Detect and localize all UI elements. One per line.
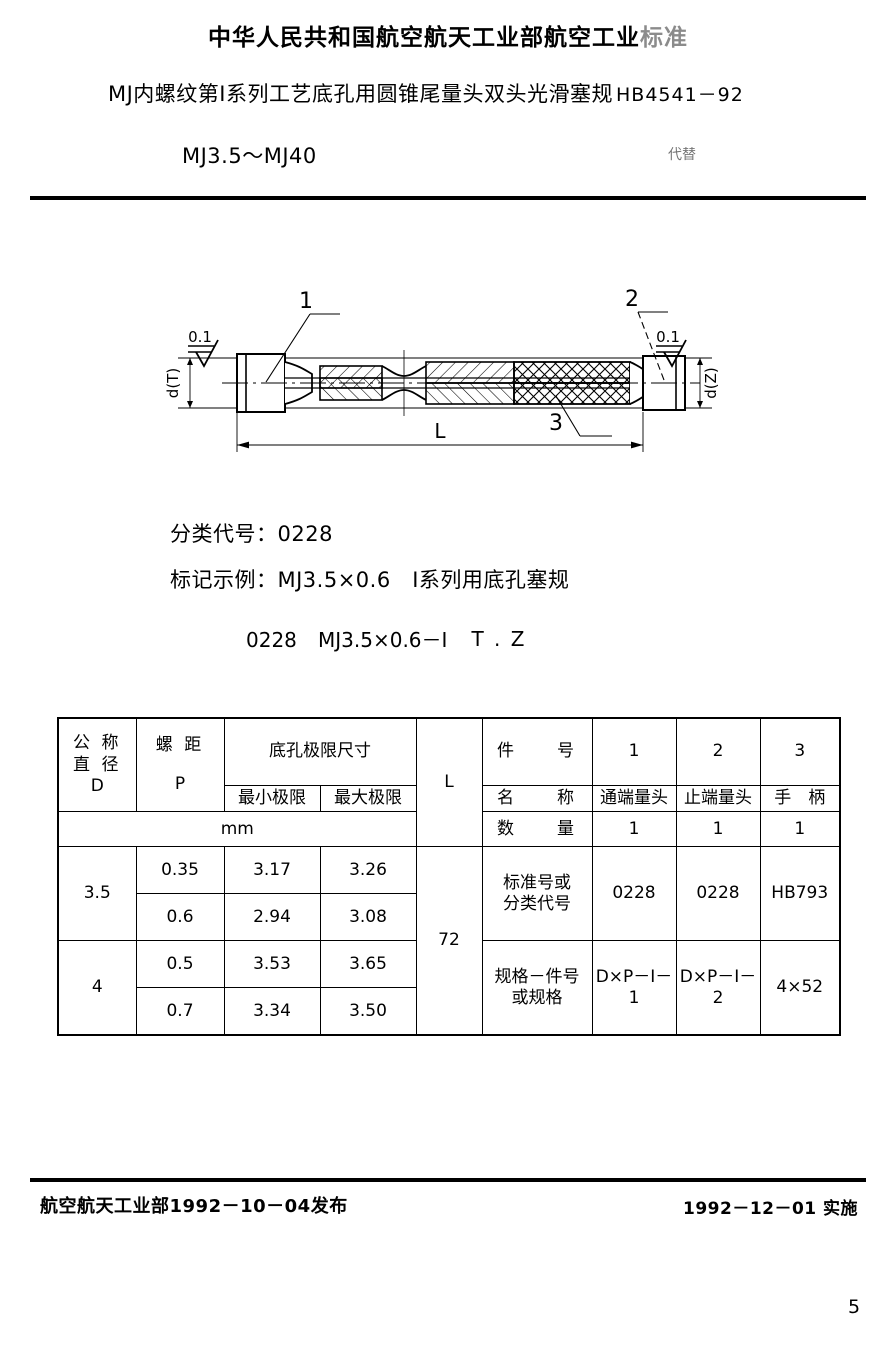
cell-min-3: 3.53 — [223, 940, 321, 989]
part-quantity-1: 1 — [591, 811, 677, 848]
header-pitch-l2: P — [174, 774, 186, 795]
footer-effective-text: 1992－12－01 实施 — [683, 1199, 859, 1219]
ministry-heading-text: 中华人民共和国航空航天工业部航空工业 — [208, 25, 640, 51]
header-spec-partno-l1: 规格－件号 — [494, 966, 580, 987]
plug-gauge-assembly-drawing: 1 2 3 0.1 0.1 d(T) d(Z) L — [164, 287, 720, 452]
header-quantity: 数 量 — [481, 811, 593, 848]
table-row: 0.6 2.94 3.08 — [58, 893, 840, 942]
header-nominal-diameter: 公 称 直 径 D — [57, 717, 137, 813]
table-row: 4 0.5 3.53 3.65 规格－件号 或规格 D×P－Ⅰ－1 D×P－Ⅰ－… — [57, 940, 841, 1036]
part-spec-code-3: 4×52 — [759, 940, 841, 1036]
cell-min-2: 2.94 — [223, 893, 321, 942]
roughness-label-right: 0.1 — [656, 328, 680, 346]
cell-max-3: 3.65 — [319, 940, 417, 989]
roughness-label-left: 0.1 — [188, 328, 212, 346]
footer-issued-text: 航空航天工业部1992－10－04发布 — [40, 1196, 348, 1217]
part-std-code-3: HB793 — [759, 846, 841, 942]
header-spec-partno-l2: 或规格 — [511, 987, 563, 1008]
ministry-heading: 中华人民共和国航空航天工业部航空工业标准 — [0, 18, 896, 52]
title-row: MJ内螺纹第Ⅰ系列工艺底孔用圆锥尾量头双头光滑塞规 HB4541－92 — [0, 78, 896, 112]
fraction-denominator: MJ3.5×0.6－Ⅰ — [318, 628, 448, 652]
marking-example-note: 标记示例：MJ3.5×0.6 Ⅰ系列用底孔塞规 — [170, 568, 570, 592]
notes-section: 分类代号：0228 标记示例：MJ3.5×0.6 Ⅰ系列用底孔塞规 0228 M… — [0, 518, 896, 698]
fraction: 0228 MJ3.5×0.6－Ⅰ — [236, 624, 453, 653]
technical-drawing: 1 2 3 0.1 0.1 d(T) d(Z) L — [0, 270, 896, 500]
header-std-or-class-l1: 标准号或 — [503, 872, 571, 893]
header-nominal-diameter-l1: 公 称 — [73, 733, 122, 754]
callout-label-2: 2 — [625, 287, 639, 312]
page-number: 5 — [848, 1296, 861, 1318]
header-std-or-class-l2: 分类代号 — [503, 893, 571, 914]
cell-diameter-2: 4 — [57, 940, 137, 1036]
header-pilot-hole-limits: 底孔极限尺寸 — [223, 717, 417, 786]
ministry-heading-suffix: 标准 — [640, 25, 688, 51]
diameter-label-left: d(T) — [164, 368, 182, 398]
header-divider-rule — [30, 196, 866, 200]
cell-pitch-1: 0.35 — [135, 846, 225, 895]
part-spec-code-1: D×P－Ⅰ－1 — [591, 940, 677, 1036]
header-part-no: 件 号 — [481, 717, 593, 786]
table-row: 3.5 0.35 3.17 3.26 72 标准号或 分类代号 0228 022… — [57, 846, 841, 1036]
part-std-code-2: 0228 — [675, 846, 761, 942]
size-range: MJ3.5～MJ40 — [182, 144, 317, 168]
specification-table: 公 称 直 径 D 螺 距 P 底孔极限尺寸 L 件 号 1 2 3 最小极限 — [57, 717, 841, 1037]
document-header: 中华人民共和国航空航天工业部航空工业标准 MJ内螺纹第Ⅰ系列工艺底孔用圆锥尾量头… — [0, 0, 896, 200]
part-name-3: 手 柄 — [759, 784, 841, 813]
standard-number: HB4541－92 — [616, 84, 744, 106]
header-std-or-class: 标准号或 分类代号 — [481, 846, 593, 942]
part-name-1: 通端量头 — [591, 784, 677, 813]
unit-label: mm — [57, 811, 417, 848]
fraction-numerator: 0228 — [246, 628, 297, 652]
table-header-row-1: 公 称 直 径 D 螺 距 P 底孔极限尺寸 L 件 号 1 2 3 — [57, 717, 841, 848]
cell-pitch-3: 0.5 — [135, 940, 225, 989]
cell-max-1: 3.26 — [319, 846, 417, 895]
classification-code-note: 分类代号：0228 — [170, 522, 333, 546]
table-row: 0.7 3.34 3.50 — [58, 987, 840, 1036]
cell-length-value: 72 — [415, 846, 483, 1036]
part-name-2: 止端量头 — [675, 784, 761, 813]
header-nominal-diameter-l2: 直 径 — [73, 754, 122, 775]
header-pitch-l1: 螺 距 — [155, 734, 205, 755]
footer-divider-rule — [30, 1178, 866, 1182]
table-header-row-2: 最小极限 最大极限 名 称 通端量头 止端量头 手 柄 — [58, 784, 841, 813]
cell-max-2: 3.08 — [319, 893, 417, 942]
cell-pitch-4: 0.7 — [135, 987, 225, 1036]
part-quantity-2: 1 — [675, 811, 761, 848]
designation-fraction: 0228 MJ3.5×0.6－Ⅰ T . Z — [236, 624, 526, 686]
header-part-name: 名 称 — [481, 784, 593, 813]
header-nominal-diameter-l3: D — [90, 775, 104, 796]
length-dimension-label: L — [434, 419, 446, 443]
cell-min-4: 3.34 — [223, 987, 321, 1036]
callout-label-3: 3 — [549, 411, 563, 436]
header-length: L — [415, 717, 483, 848]
callout-label-1: 1 — [299, 289, 313, 314]
header-pitch: 螺 距 P — [135, 717, 225, 813]
cell-max-4: 3.50 — [319, 987, 417, 1036]
cell-pitch-2: 0.6 — [135, 893, 225, 942]
specification-table-wrap: 公 称 直 径 D 螺 距 P 底孔极限尺寸 L 件 号 1 2 3 最小极限 — [57, 717, 841, 1037]
header-spec-partno: 规格－件号 或规格 — [481, 940, 593, 1036]
cell-min-1: 3.17 — [223, 846, 321, 895]
part-number-1: 1 — [591, 717, 677, 786]
part-spec-code-2: D×P－Ⅰ－2 — [675, 940, 761, 1036]
part-quantity-3: 1 — [759, 811, 841, 848]
replaces-mark: 代替 — [668, 147, 696, 163]
header-max-limit: 最大极限 — [319, 784, 417, 813]
document-title: MJ内螺纹第Ⅰ系列工艺底孔用圆锥尾量头双头光滑塞规 — [108, 82, 614, 106]
diameter-label-right: d(Z) — [702, 367, 720, 399]
size-range-row: MJ3.5～MJ40 代替 — [0, 140, 896, 170]
part-std-code-1: 0228 — [591, 846, 677, 942]
header-min-limit: 最小极限 — [223, 784, 321, 813]
cell-diameter-1: 3.5 — [57, 846, 137, 942]
fraction-suffix: T . Z — [471, 626, 527, 651]
part-number-2: 2 — [675, 717, 761, 786]
part-number-3: 3 — [759, 717, 841, 786]
